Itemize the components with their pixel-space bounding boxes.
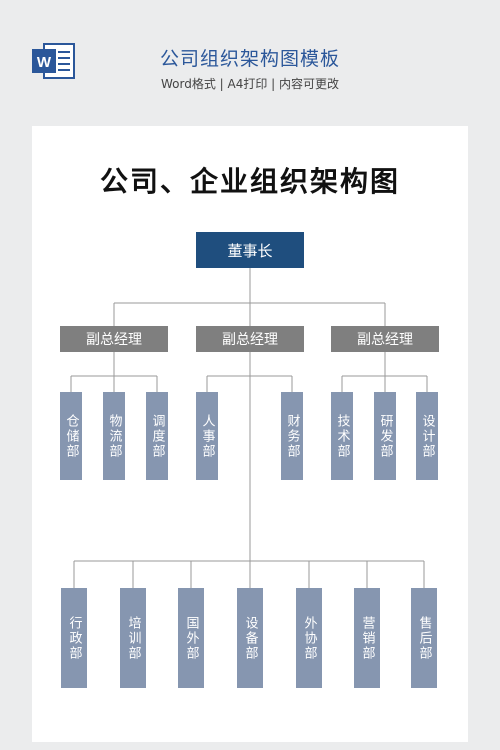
department-box: 调度部	[146, 392, 168, 480]
department-box: 技术部	[331, 392, 353, 480]
bottom-department-box: 国外部	[178, 588, 204, 688]
header-title: 公司组织架构图模板	[159, 48, 340, 70]
vice-president-box: 副总经理	[196, 326, 304, 352]
document-title: 公司、企业组织架构图	[99, 165, 400, 198]
department-box: 财务部	[281, 392, 303, 480]
word-document-icon: W	[32, 43, 75, 79]
vice-president-box: 副总经理	[60, 326, 168, 352]
bottom-department-box: 外协部	[296, 588, 322, 688]
header-subtitle: Word格式 | A4打印 | 内容可更改	[160, 77, 340, 91]
header: W 公司组织架构图模板 Word格式 | A4打印 | 内容可更改	[0, 0, 500, 110]
department-box: 人事部	[196, 392, 218, 480]
chairman-box: 董事长	[196, 232, 304, 268]
bottom-department-box: 培训部	[120, 588, 146, 688]
bottom-department-box: 设备部	[237, 588, 263, 688]
department-box: 研发部	[374, 392, 396, 480]
vice-president-box: 副总经理	[331, 326, 439, 352]
bottom-department-box: 行政部	[61, 588, 87, 688]
bottom-department-box: 营销部	[354, 588, 380, 688]
department-box: 仓储部	[60, 392, 82, 480]
svg-text:W: W	[37, 54, 52, 71]
bottom-department-box: 售后部	[411, 588, 437, 688]
department-box: 设计部	[416, 392, 438, 480]
department-box: 物流部	[103, 392, 125, 480]
